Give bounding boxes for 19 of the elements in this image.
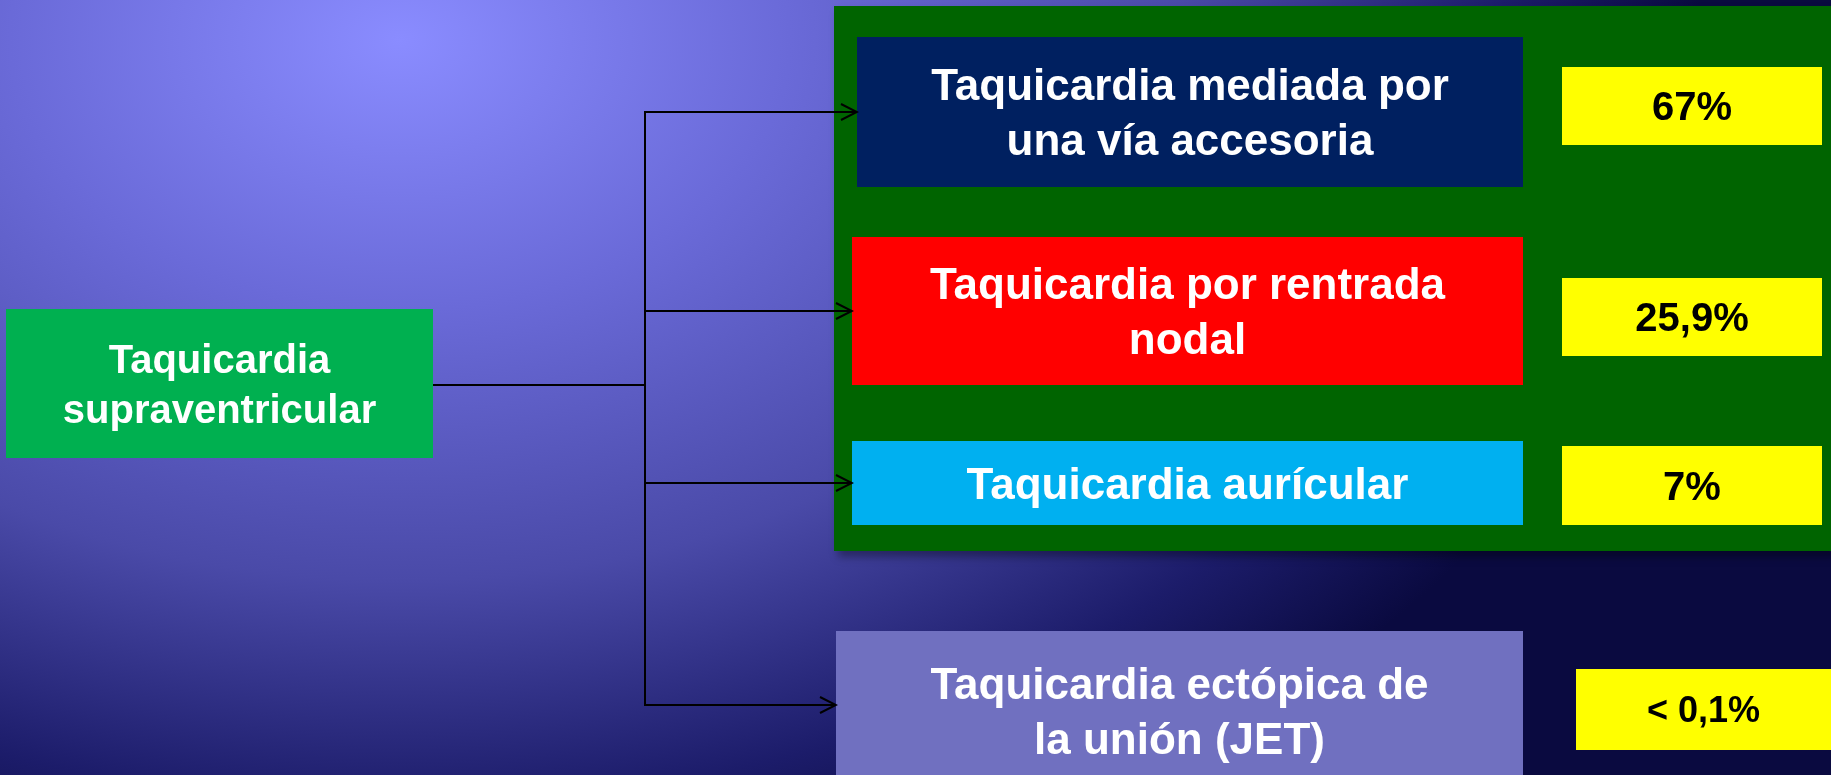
box-label: Taquicardia por rentrada nodal [928,258,1447,365]
percentage-value: 25,9% [1634,294,1750,341]
value-box [1562,278,1822,356]
value-box [1576,669,1831,750]
process-box [852,441,1523,525]
percentage-value: 7% [1662,462,1722,510]
value-box [1562,67,1822,145]
group-panel [834,6,1831,551]
process-box [857,37,1523,187]
box-label: Taquicardia mediada por una vía accesoria [930,59,1450,166]
box-label: Taquicardia supraventricular [61,335,378,433]
process-box [836,631,1523,775]
box-label: Taquicardia aurícular [965,457,1410,510]
process-box [6,309,433,458]
box-label: Taquicardia ectópica de la unión (JET) [929,658,1430,765]
process-box [852,237,1523,385]
percentage-value: 67% [1650,83,1734,130]
percentage-value: < 0,1% [1645,688,1762,732]
value-box [1562,446,1822,525]
